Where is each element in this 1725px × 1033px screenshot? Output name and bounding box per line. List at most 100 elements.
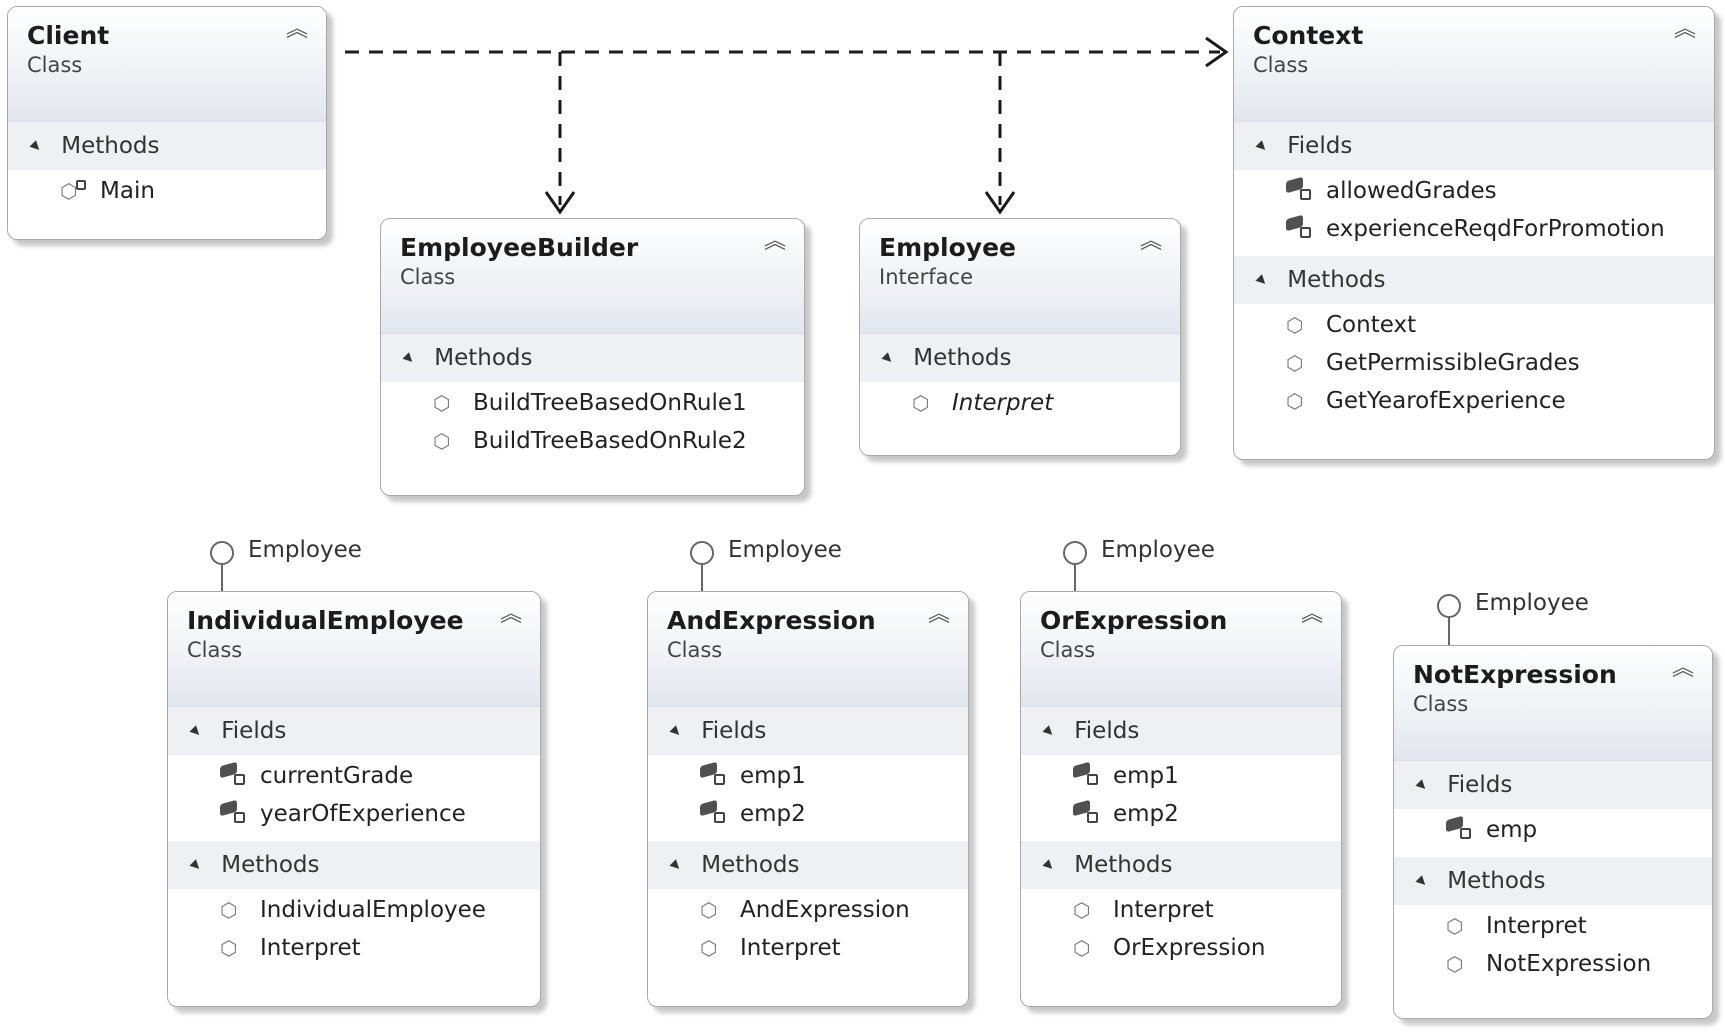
class-title: OrExpression <box>1040 606 1228 635</box>
triangle-expand-icon: ▶ <box>1254 137 1271 155</box>
member-row[interactable]: ⬡Interpret <box>1446 913 1587 939</box>
method-cube-icon: ⬡ <box>220 898 238 922</box>
method-cube-icon: ⬡ <box>1286 351 1304 375</box>
method-cube-icon: ⬡ <box>1073 936 1091 960</box>
arrowhead-context <box>1205 36 1229 68</box>
member-row[interactable]: emp <box>1460 817 1538 843</box>
methods-section-header[interactable]: ▶Methods <box>1021 841 1341 889</box>
fields-section-header[interactable]: ▶Fields <box>1394 761 1712 809</box>
member-row[interactable]: ⬡BuildTreeBasedOnRule2 <box>433 428 747 454</box>
class-header: NotExpression Class ︽ <box>1394 646 1712 761</box>
member-row[interactable]: ⬡Interpret <box>1073 897 1214 923</box>
member-row[interactable]: ⬡IndividualEmployee <box>220 897 486 923</box>
member-row[interactable]: ⬡BuildTreeBasedOnRule1 <box>433 390 747 416</box>
member-row[interactable]: emp1 <box>714 763 806 789</box>
triangle-expand-icon: ▶ <box>188 722 205 740</box>
member-row[interactable]: emp2 <box>1087 801 1179 827</box>
triangle-expand-icon: ▶ <box>1041 856 1058 874</box>
fields-section-header[interactable]: ▶Fields <box>168 707 540 755</box>
class-title: NotExpression <box>1413 660 1617 689</box>
method-cube-icon: ⬡ <box>700 898 718 922</box>
class-stereotype: Class <box>400 265 456 289</box>
triangle-expand-icon: ▶ <box>668 722 685 740</box>
method-cube-icon: ⬡ <box>1446 914 1464 938</box>
fields-section-header[interactable]: ▶Fields <box>1234 122 1714 170</box>
member-row[interactable]: experienceReqdForPromotion <box>1300 216 1665 242</box>
collapse-chevron-icon[interactable]: ︽ <box>1139 229 1162 254</box>
triangle-expand-icon: ▶ <box>880 349 897 367</box>
collapse-chevron-icon[interactable]: ︽ <box>499 602 522 627</box>
member-row[interactable]: ⬡Context <box>1286 312 1417 338</box>
fields-section-header[interactable]: ▶Fields <box>1021 707 1341 755</box>
method-cube-icon: ⬡ <box>220 936 238 960</box>
fields-section-header[interactable]: ▶Fields <box>648 707 968 755</box>
methods-section-header[interactable]: ▶Methods <box>1394 857 1712 905</box>
methods-section-header[interactable]: ▶Methods <box>381 334 804 382</box>
member-row[interactable]: ⬡AndExpression <box>700 897 910 923</box>
triangle-expand-icon: ▶ <box>401 349 418 367</box>
class-title: IndividualEmployee <box>187 606 464 635</box>
member-row[interactable]: yearOfExperience <box>234 801 466 827</box>
class-stereotype: Interface <box>879 265 974 289</box>
notexpression-class-box[interactable]: NotExpression Class ︽ ▶Fields emp ▶Metho… <box>1393 645 1713 1019</box>
collapse-chevron-icon[interactable]: ︽ <box>285 17 308 42</box>
collapse-chevron-icon[interactable]: ︽ <box>927 602 950 627</box>
method-cube-icon: ⬡ <box>1073 898 1091 922</box>
member-row[interactable]: ⬡Interpret <box>912 390 1054 416</box>
context-class-box[interactable]: Context Class ︽ ▶Fields allowedGrades ex… <box>1233 6 1715 460</box>
class-stereotype: Class <box>1413 692 1469 716</box>
member-row[interactable]: ⬡NotExpression <box>1446 951 1652 977</box>
interface-lollipop-icon <box>690 541 714 565</box>
collapse-chevron-icon[interactable]: ︽ <box>763 229 786 254</box>
member-row[interactable]: currentGrade <box>234 763 414 789</box>
triangle-expand-icon: ▶ <box>1254 271 1271 289</box>
class-header: Client Class ︽ <box>8 7 326 122</box>
method-cube-icon: ⬡ <box>433 391 451 415</box>
member-row[interactable]: ⬡OrExpression <box>1073 935 1266 961</box>
implemented-interface-label: Employee <box>728 537 842 563</box>
collapse-chevron-icon[interactable]: ︽ <box>1300 602 1323 627</box>
collapse-chevron-icon[interactable]: ︽ <box>1671 656 1694 681</box>
class-title: Employee <box>879 233 1016 262</box>
class-title: Client <box>27 21 110 50</box>
triangle-expand-icon: ▶ <box>668 856 685 874</box>
private-method-icon: ⬡ <box>60 179 100 203</box>
methods-section-header[interactable]: ▶Methods <box>1234 256 1714 304</box>
methods-section-header[interactable]: ▶Methods <box>8 122 326 170</box>
interface-lollipop-icon <box>210 541 234 565</box>
member-row[interactable]: ⬡Main <box>60 178 155 204</box>
class-header: EmployeeBuilder Class ︽ <box>381 219 804 334</box>
method-cube-icon: ⬡ <box>433 429 451 453</box>
class-stereotype: Class <box>1040 638 1096 662</box>
member-row[interactable]: ⬡GetYearofExperience <box>1286 388 1566 414</box>
member-row[interactable]: allowedGrades <box>1300 178 1497 204</box>
class-stereotype: Class <box>27 53 83 77</box>
triangle-expand-icon: ▶ <box>1414 872 1431 890</box>
methods-section-header[interactable]: ▶Methods <box>168 841 540 889</box>
member-row[interactable]: ⬡GetPermissibleGrades <box>1286 350 1580 376</box>
implemented-interface-label: Employee <box>1101 537 1215 563</box>
methods-section-header[interactable]: ▶Methods <box>648 841 968 889</box>
interface-lollipop-icon <box>1437 594 1461 618</box>
collapse-chevron-icon[interactable]: ︽ <box>1673 17 1696 42</box>
andexpression-class-box[interactable]: AndExpression Class ︽ ▶Fields emp1 emp2 … <box>647 591 969 1007</box>
employee-interface-box[interactable]: Employee Interface ︽ ▶Methods ⬡Interpret <box>859 218 1181 456</box>
class-title: Context <box>1253 21 1364 50</box>
employeebuilder-class-box[interactable]: EmployeeBuilder Class ︽ ▶Methods ⬡BuildT… <box>380 218 805 496</box>
methods-section-header[interactable]: ▶Methods <box>860 334 1180 382</box>
method-cube-icon: ⬡ <box>912 391 930 415</box>
arrowhead-builder <box>544 191 576 215</box>
member-row[interactable]: ⬡Interpret <box>700 935 841 961</box>
member-row[interactable]: emp2 <box>714 801 806 827</box>
member-row[interactable]: ⬡Interpret <box>220 935 361 961</box>
client-class-box[interactable]: Client Class ︽ ▶Methods ⬡Main <box>7 6 327 240</box>
class-header: Employee Interface ︽ <box>860 219 1180 334</box>
orexpression-class-box[interactable]: OrExpression Class ︽ ▶Fields emp1 emp2 ▶… <box>1020 591 1342 1007</box>
arrowhead-employee <box>984 191 1016 215</box>
class-header: Context Class ︽ <box>1234 7 1714 122</box>
member-row[interactable]: emp1 <box>1087 763 1179 789</box>
method-cube-icon: ⬡ <box>1286 389 1304 413</box>
individualemployee-class-box[interactable]: IndividualEmployee Class ︽ ▶Fields curre… <box>167 591 541 1007</box>
class-header: IndividualEmployee Class ︽ <box>168 592 540 707</box>
